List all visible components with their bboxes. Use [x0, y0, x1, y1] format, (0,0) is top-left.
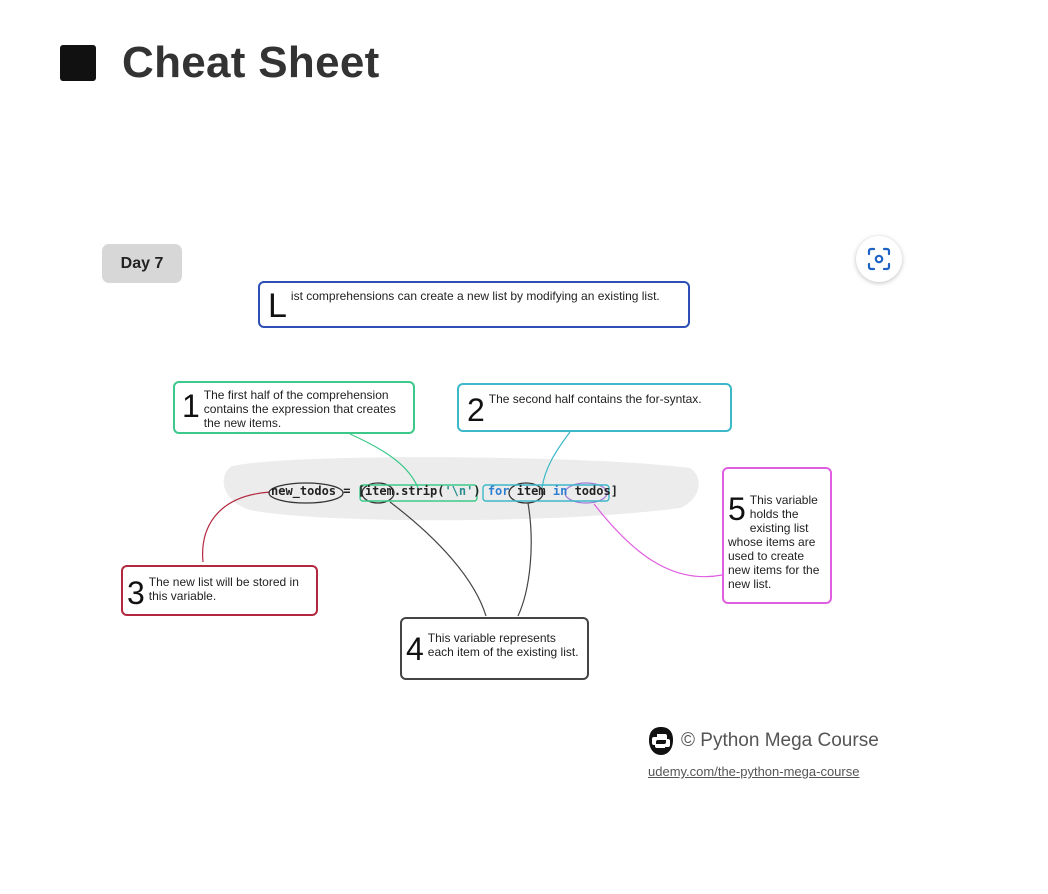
note-5-text: This variable holds the existing list wh…: [728, 493, 820, 591]
code-method: .strip(: [393, 484, 445, 498]
connector-5: [593, 503, 723, 578]
connector-3: [202, 491, 271, 563]
code-space: [546, 484, 553, 498]
code-space: [567, 484, 574, 498]
note-1: 1 The first half of the comprehension co…: [173, 381, 415, 434]
item1-circle: [361, 482, 395, 504]
item2-circle: [508, 482, 544, 504]
code-arg: '\n': [444, 484, 474, 498]
note-2: 2 The second half contains the for-synta…: [457, 383, 732, 432]
note-4: 4 This variable represents each item of …: [400, 617, 589, 680]
connector-2: [541, 431, 571, 489]
code-iter: todos: [574, 484, 611, 498]
course-link[interactable]: udemy.com/the-python-mega-course: [648, 764, 860, 779]
connector-4a: [389, 501, 487, 617]
note-2-text: The second half contains the for-syntax.: [488, 392, 702, 406]
code-eq: =: [336, 484, 358, 498]
note-3-number: 3: [127, 575, 145, 611]
code-for: for: [487, 484, 510, 498]
lens-scan-icon: [867, 247, 891, 271]
day-badge[interactable]: Day 7: [102, 244, 182, 283]
code-in: in: [552, 484, 568, 498]
code-close-paren: ): [473, 484, 481, 498]
iter-circle: [564, 482, 608, 504]
page-title: Cheat Sheet: [122, 38, 380, 87]
second-half-frame: [482, 484, 610, 502]
python-logo-icon: [649, 727, 673, 755]
code-item2: item: [516, 484, 546, 498]
code-close: ]: [610, 484, 618, 498]
code-var: new_todos: [271, 484, 337, 498]
note-4-text: This variable represents each item of th…: [427, 631, 579, 659]
intro-note: L ist comprehensions can create a new li…: [258, 281, 690, 328]
var-circle: [268, 482, 344, 504]
note-5-number: 5: [728, 491, 746, 527]
note-4-number: 4: [406, 631, 424, 667]
note-3: 3 The new list will be stored in this va…: [121, 565, 318, 616]
note-3-text: The new list will be stored in this vari…: [148, 575, 299, 603]
connector-1: [349, 433, 419, 489]
credit-line: © Python Mega Course: [647, 726, 879, 756]
connector-4b: [517, 502, 532, 617]
note-1-text: The first half of the comprehension cont…: [203, 388, 396, 430]
intro-text: ist comprehensions can create a new list…: [290, 289, 660, 303]
note-2-number: 2: [467, 392, 485, 428]
code-highlight-blob: [223, 457, 699, 521]
page-header: Cheat Sheet: [60, 38, 380, 88]
code-space: [481, 484, 488, 498]
code-open: [: [357, 484, 365, 498]
black-square-icon: [60, 45, 96, 81]
intro-initial: L: [268, 287, 287, 325]
visual-search-button[interactable]: [856, 236, 902, 282]
code-space: [510, 484, 517, 498]
note-1-number: 1: [182, 388, 200, 424]
credit-text: © Python Mega Course: [681, 730, 879, 751]
note-5: 5 This variable holds the existing list …: [722, 467, 832, 604]
code-snippet: new_todos = [item.strip('\n') for item i…: [271, 484, 618, 498]
first-half-frame: [359, 484, 478, 502]
code-item1: item: [364, 484, 394, 498]
